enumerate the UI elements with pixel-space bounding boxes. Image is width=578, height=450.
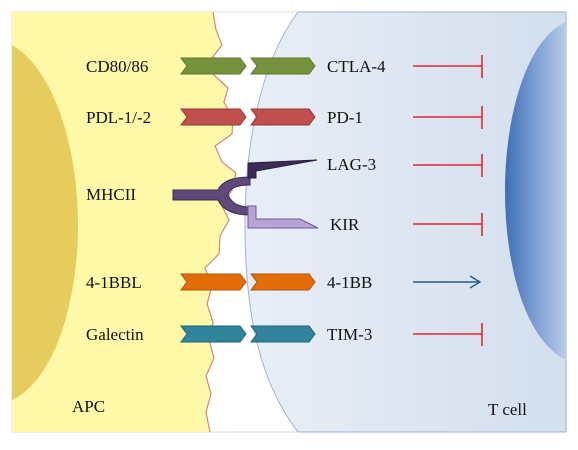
ctla4-inhibitory-signal: [413, 55, 483, 78]
t-cell-nucleus: [505, 22, 566, 360]
receptor-label-ctla-4: CTLA-4: [327, 57, 386, 76]
4-1bb-stimulatory-signal: [413, 275, 482, 289]
4-1bbl-4-1bb-chevrons: [180, 273, 316, 291]
lag3-inhibitory-signal: [413, 154, 483, 177]
receptor-label-4-1bb: 4-1BB: [327, 273, 372, 292]
cd80-86-ctla4-chevrons: [180, 57, 316, 75]
galectin-tim3-chevrons: [180, 325, 316, 343]
lag3-receptor: [247, 159, 318, 179]
kir-inhibitory-signal: [413, 213, 483, 236]
tim3-inhibitory-signal: [413, 323, 483, 346]
receptor-label-tim-3: TIM-3: [327, 325, 372, 344]
receptor-label-pd-1: PD-1: [327, 108, 363, 127]
ligand-label-pdl: PDL-1/-2: [86, 108, 151, 127]
mhcii-ligand: [172, 176, 251, 216]
apc-body: [12, 12, 236, 432]
ligand-label-cd80-86: CD80/86: [86, 57, 148, 76]
pdl-pd1-chevrons: [180, 108, 316, 126]
ligand-label-4-1bbl: 4-1BBL: [86, 273, 142, 292]
kir-receptor: [247, 205, 319, 229]
ligand-label-galectin: Galectin: [86, 325, 144, 344]
apc-label: APC: [72, 397, 105, 416]
receptor-label-lag-3: LAG-3: [327, 155, 376, 174]
ligand-label-mhcii: MHCII: [86, 185, 136, 204]
pd1-inhibitory-signal: [413, 106, 483, 129]
receptor-label-kir: KIR: [330, 215, 360, 234]
t-cell-label: T cell: [488, 400, 527, 419]
apc-nucleus: [12, 45, 78, 400]
